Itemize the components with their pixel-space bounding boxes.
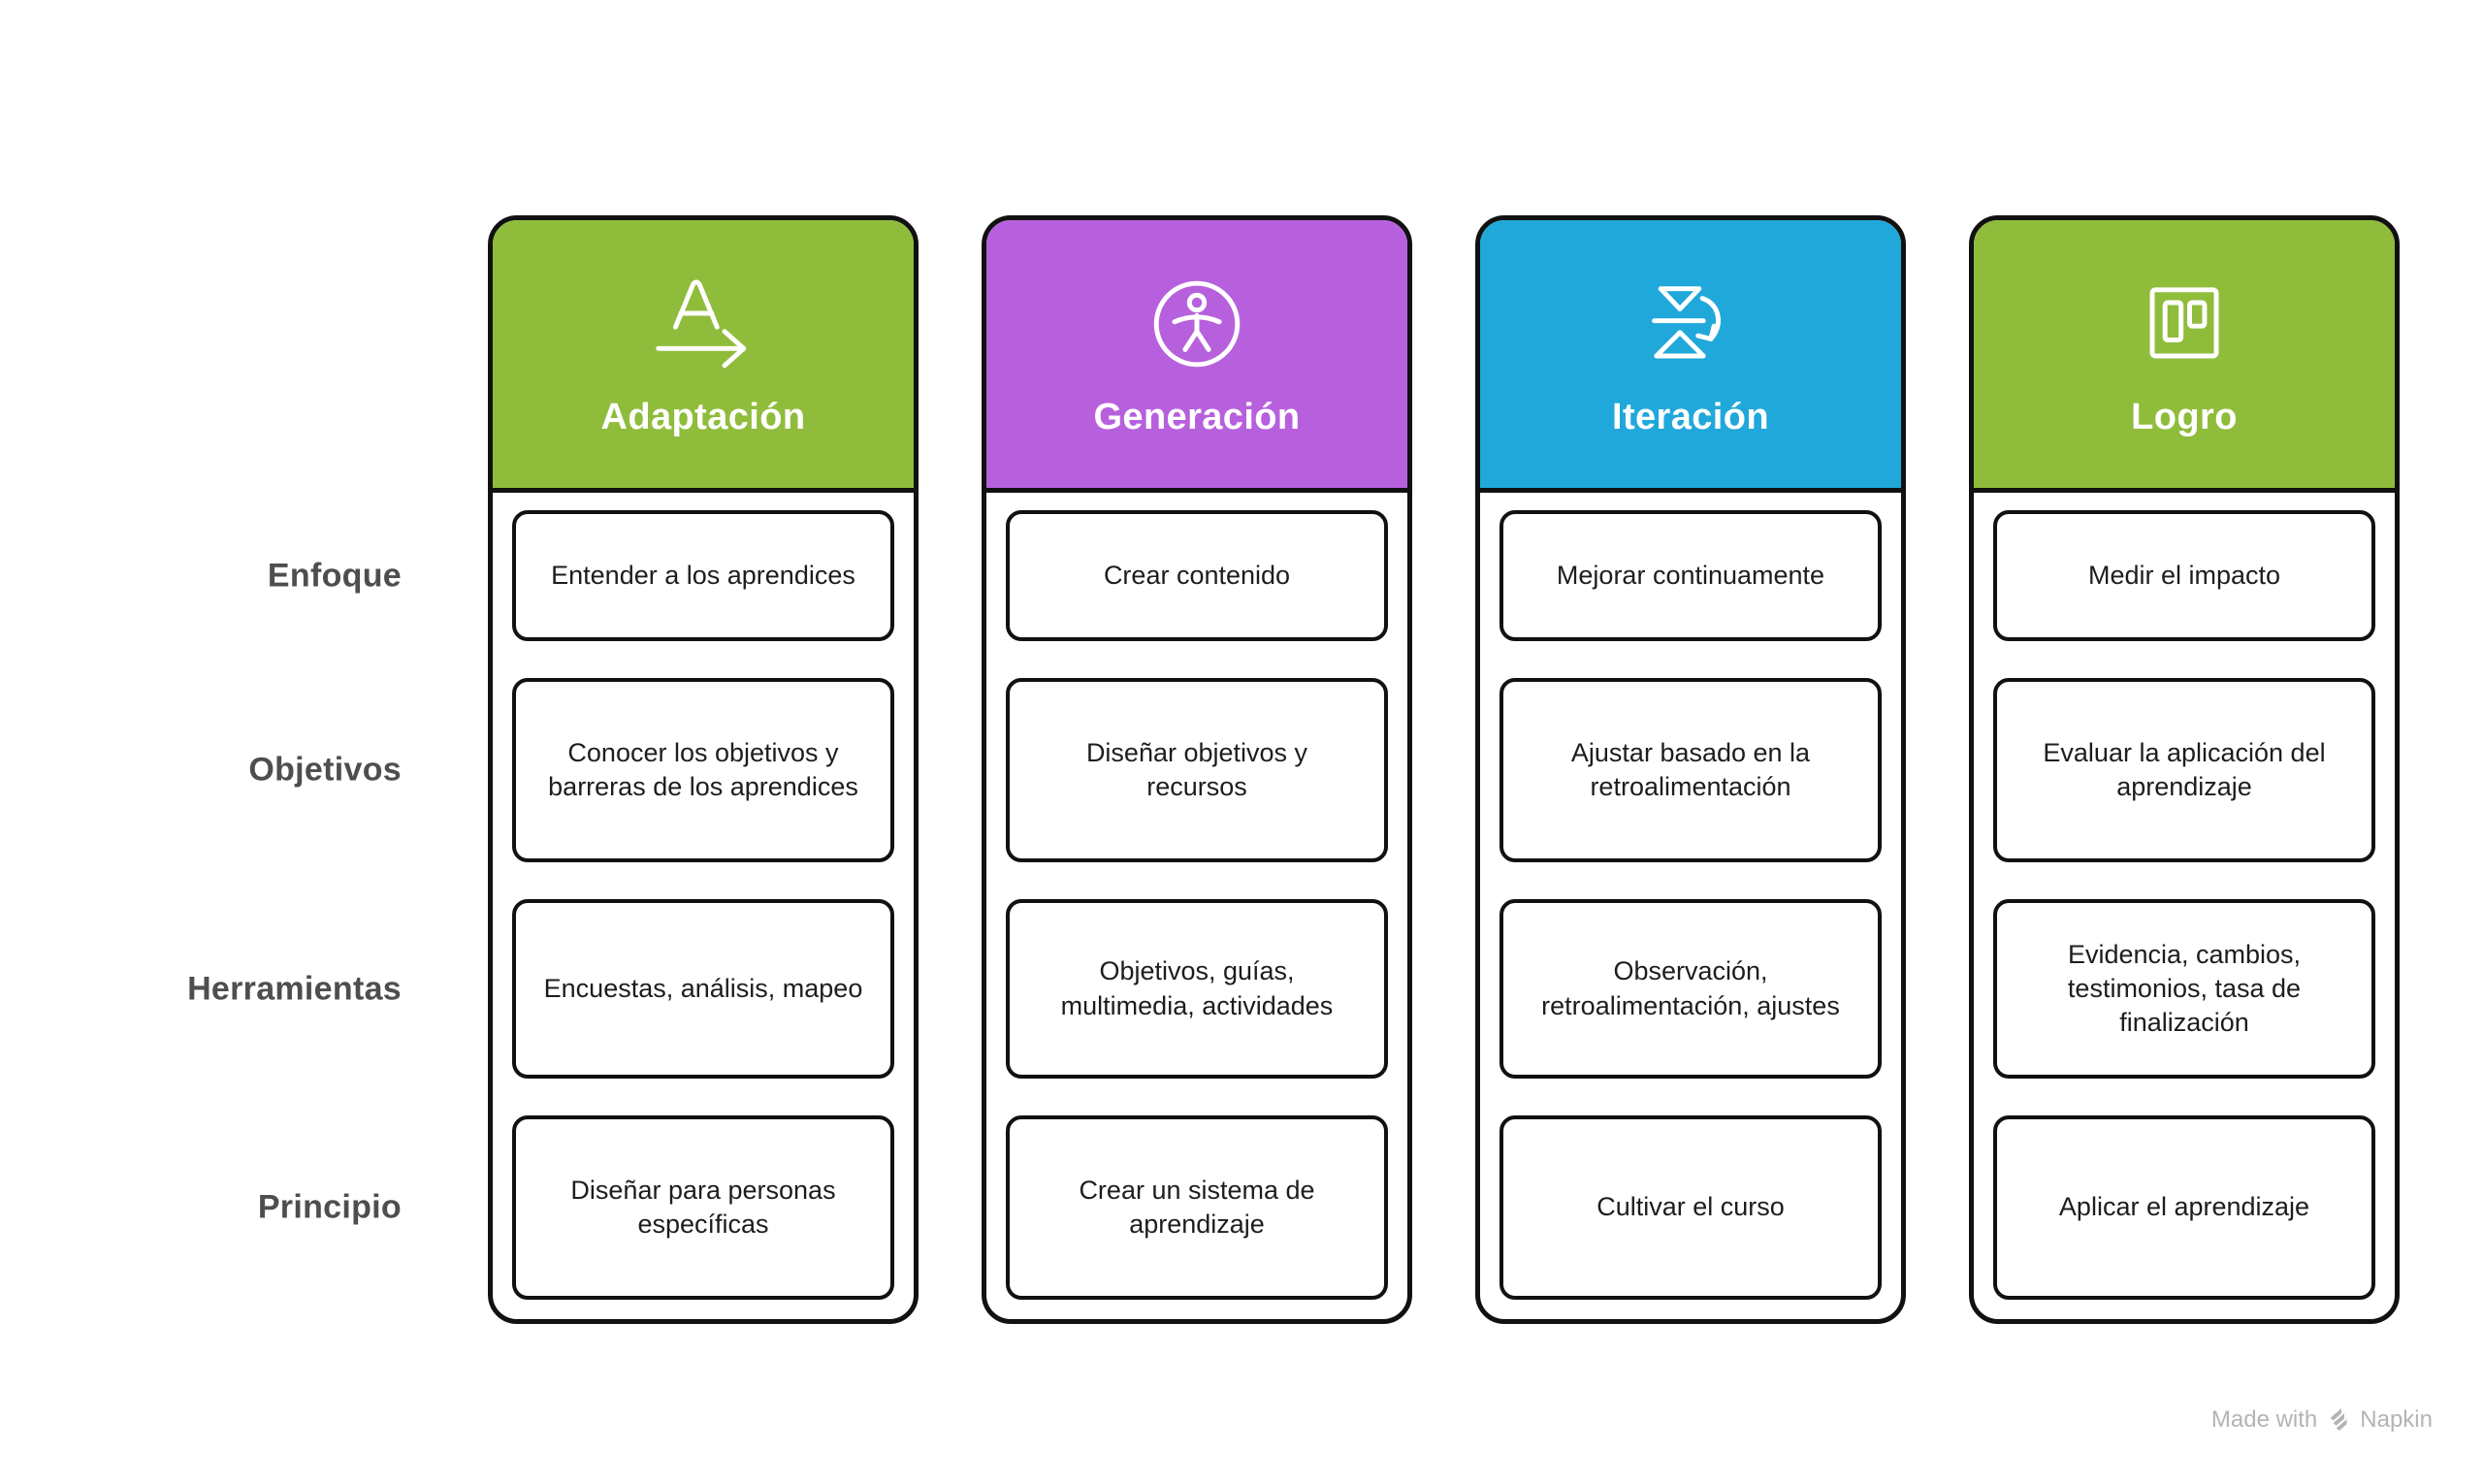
column-body: Medir el impacto Evaluar la aplicación d… (1974, 493, 2395, 1319)
flip-refresh-icon (1637, 271, 1744, 377)
cell-generacion-principio: Crear un sistema de aprendizaje (1006, 1115, 1388, 1300)
row-label-principio: Principio (257, 1188, 402, 1226)
column-body: Crear contenido Diseñar objetivos y recu… (986, 493, 1407, 1319)
column-generacion: Generación Crear contenido Diseñar objet… (982, 215, 1412, 1324)
column-body: Mejorar continuamente Ajustar basado en … (1480, 493, 1901, 1319)
cell-adaptacion-herramientas: Encuestas, análisis, mapeo (512, 899, 894, 1079)
cell-generacion-herramientas: Objetivos, guías, multimedia, actividade… (1006, 899, 1388, 1079)
cell-iteracion-herramientas: Observación, retroalimentación, ajustes (1499, 899, 1882, 1079)
column-logro: Logro Medir el impacto Evaluar la aplica… (1969, 215, 2400, 1324)
row-label-herramientas: Herramientas (187, 970, 402, 1008)
column-iteracion: Iteración Mejorar continuamente Ajustar … (1475, 215, 1906, 1324)
footer-brand: Napkin (2360, 1406, 2433, 1433)
cell-logro-herramientas: Evidencia, cambios, testimonios, tasa de… (1993, 899, 2375, 1079)
cell-logro-enfoque: Medir el impacto (1993, 510, 2375, 641)
row-label-objetivos: Objetivos (248, 751, 402, 789)
cell-adaptacion-enfoque: Entender a los aprendices (512, 510, 894, 641)
column-header: Logro (1974, 220, 2395, 493)
napkin-logo-icon (2327, 1407, 2350, 1433)
cell-generacion-objetivos: Diseñar objetivos y recursos (1006, 678, 1388, 862)
column-header: Generación (986, 220, 1407, 493)
column-header: Adaptación (493, 220, 914, 493)
row-labels: Enfoque Objetivos Herramientas Principio (0, 0, 407, 1484)
made-with-napkin-badge: Made with Napkin (2211, 1406, 2433, 1434)
cell-logro-principio: Aplicar el aprendizaje (1993, 1115, 2375, 1300)
letter-a-arrow-icon (650, 271, 757, 377)
row-label-enfoque: Enfoque (267, 557, 402, 595)
column-adaptacion: Adaptación Entender a los aprendices Con… (488, 215, 919, 1324)
cell-adaptacion-objetivos: Conocer los objetivos y barreras de los … (512, 678, 894, 862)
kanban-board-icon (2131, 271, 2238, 377)
column-title: Iteración (1612, 396, 1769, 437)
cell-iteracion-objetivos: Ajustar basado en la retroalimentación (1499, 678, 1882, 862)
accessibility-person-icon (1144, 271, 1250, 377)
footer-text: Made with (2210, 1406, 2318, 1433)
column-title: Adaptación (600, 396, 806, 437)
column-title: Generación (1093, 396, 1301, 437)
cell-generacion-enfoque: Crear contenido (1006, 510, 1388, 641)
column-header: Iteración (1480, 220, 1901, 493)
cell-logro-objetivos: Evaluar la aplicación del aprendizaje (1993, 678, 2375, 862)
column-title: Logro (2131, 396, 2238, 437)
cell-iteracion-enfoque: Mejorar continuamente (1499, 510, 1882, 641)
column-body: Entender a los aprendices Conocer los ob… (493, 493, 914, 1319)
cell-adaptacion-principio: Diseñar para personas específicas (512, 1115, 894, 1300)
cell-iteracion-principio: Cultivar el curso (1499, 1115, 1882, 1300)
